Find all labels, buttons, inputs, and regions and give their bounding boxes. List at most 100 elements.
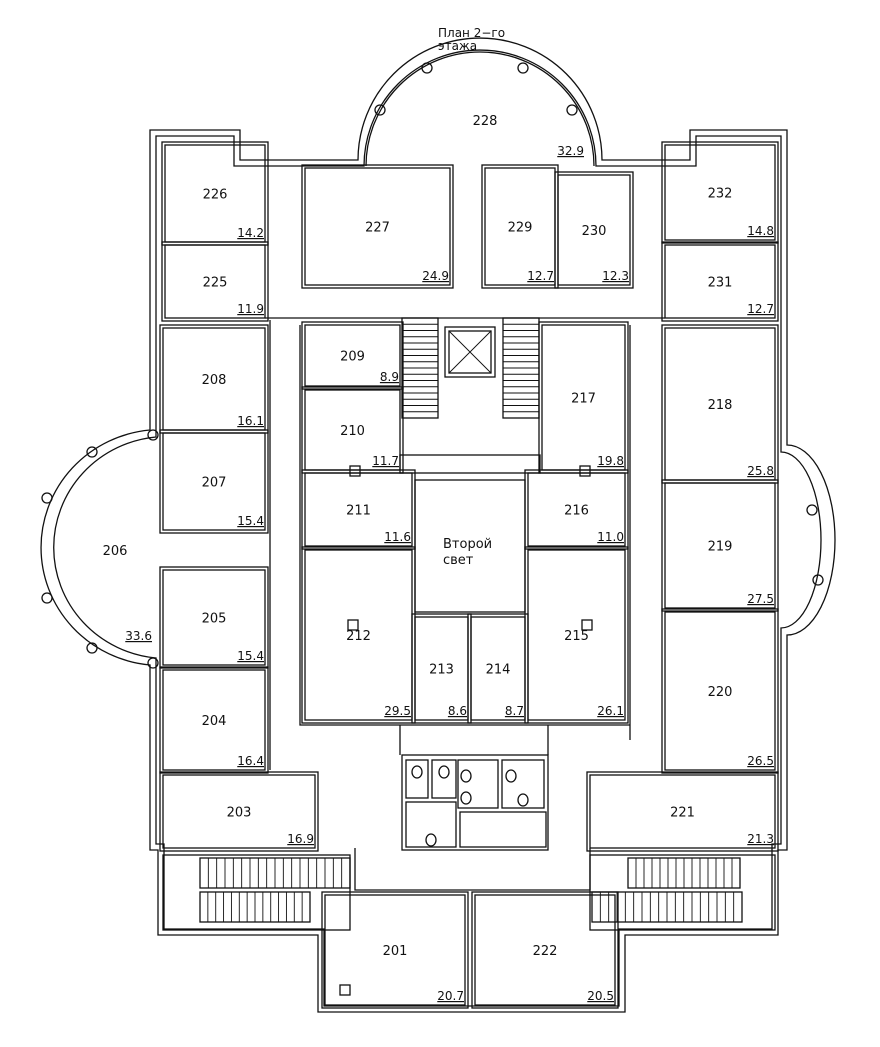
room-area: 11.0 (597, 530, 624, 544)
room-204: 204 16.4 (159, 666, 269, 774)
stair-br-lower-icon (591, 891, 743, 923)
column-icon (579, 465, 591, 477)
room-wall (554, 171, 634, 289)
room-wall (661, 241, 779, 322)
window-post-icon (86, 642, 98, 654)
toilet-icon (411, 765, 423, 779)
room-number: 216 (564, 504, 589, 519)
column-icon (339, 984, 351, 996)
room-area: 8.9 (380, 370, 399, 384)
rooms: 22614.222511.922724.922912.723012.323214… (103, 114, 779, 1009)
stair-bl-lower-icon (199, 891, 311, 923)
room-number: 217 (571, 392, 596, 407)
window-post-icon (41, 592, 53, 604)
toilet-icon (505, 769, 517, 783)
room-area: 27.5 (747, 592, 774, 606)
room-area: 15.4 (237, 514, 264, 528)
room-number: 215 (564, 629, 589, 644)
room-area: 14.2 (237, 226, 264, 240)
room-wall (586, 771, 779, 852)
room-area: 24.9 (422, 269, 449, 283)
room-wall (471, 891, 619, 1009)
room-outline (304, 472, 413, 547)
room-outline (557, 174, 631, 286)
column-icon (347, 619, 359, 631)
column-icon (349, 465, 361, 477)
stair-left-icon (401, 317, 439, 419)
room-area: 8.6 (448, 704, 467, 718)
room-area: 11.9 (237, 302, 264, 316)
room-number: 205 (202, 612, 227, 627)
room-number: 203 (227, 806, 252, 821)
room-number: 227 (365, 221, 390, 236)
room-205: 205 15.4 (159, 566, 269, 669)
room-outline (162, 432, 266, 531)
room-number: 206 (103, 544, 128, 559)
room-wall (159, 429, 269, 534)
room-area: 21.3 (747, 832, 774, 846)
column-icon (581, 619, 593, 631)
stair-br-upper-icon (627, 857, 741, 889)
room-area: 15.4 (237, 649, 264, 663)
second-light-line-2: свет (443, 553, 474, 568)
toilet-icon (438, 765, 450, 779)
room-wall (161, 241, 269, 322)
room-area: 19.8 (597, 454, 624, 468)
room-outline (164, 244, 266, 319)
window-post-icon (517, 62, 529, 74)
room-number: 210 (340, 424, 365, 439)
room-wall (301, 164, 454, 289)
room-outline (589, 774, 776, 849)
room-221: 221 21.3 (586, 771, 779, 852)
room-area: 16.4 (237, 754, 264, 768)
room-number: 201 (383, 944, 408, 959)
room-area: 11.6 (384, 530, 411, 544)
room-outline (162, 569, 266, 666)
room-outline (664, 144, 776, 241)
window-post-icon (566, 104, 578, 116)
room-number: 225 (203, 276, 228, 291)
window-post-icon (812, 574, 824, 586)
toilet-icon (460, 769, 472, 783)
window-post-icon (41, 492, 53, 504)
room-number: 221 (670, 806, 695, 821)
room-number: 230 (582, 224, 607, 239)
fixtures (41, 62, 824, 996)
room-area: 20.5 (587, 989, 614, 1003)
title-line-1: План 2−го (438, 26, 505, 40)
room-216: 216 11.0 (524, 469, 629, 550)
room-outline (474, 894, 616, 1006)
room-number: 226 (203, 188, 228, 203)
room-area: 25.8 (747, 464, 774, 478)
second-light-void (414, 479, 526, 613)
landing (399, 454, 541, 474)
room-number: 228 (473, 114, 498, 129)
window-post-icon (374, 104, 386, 116)
room-area: 12.7 (747, 302, 774, 316)
room-number: 218 (708, 398, 733, 413)
room-number: 214 (486, 663, 511, 678)
toilet-icon (425, 833, 437, 847)
room-number: 231 (708, 276, 733, 291)
room-outline (162, 774, 316, 849)
room-number: 219 (708, 540, 733, 555)
stair-right-icon (502, 317, 540, 419)
room-number: 208 (202, 373, 227, 388)
room-wall (159, 666, 269, 774)
second-light-line-1: Второй (443, 537, 492, 552)
room-number: 204 (202, 714, 227, 729)
room-number: 212 (346, 629, 371, 644)
